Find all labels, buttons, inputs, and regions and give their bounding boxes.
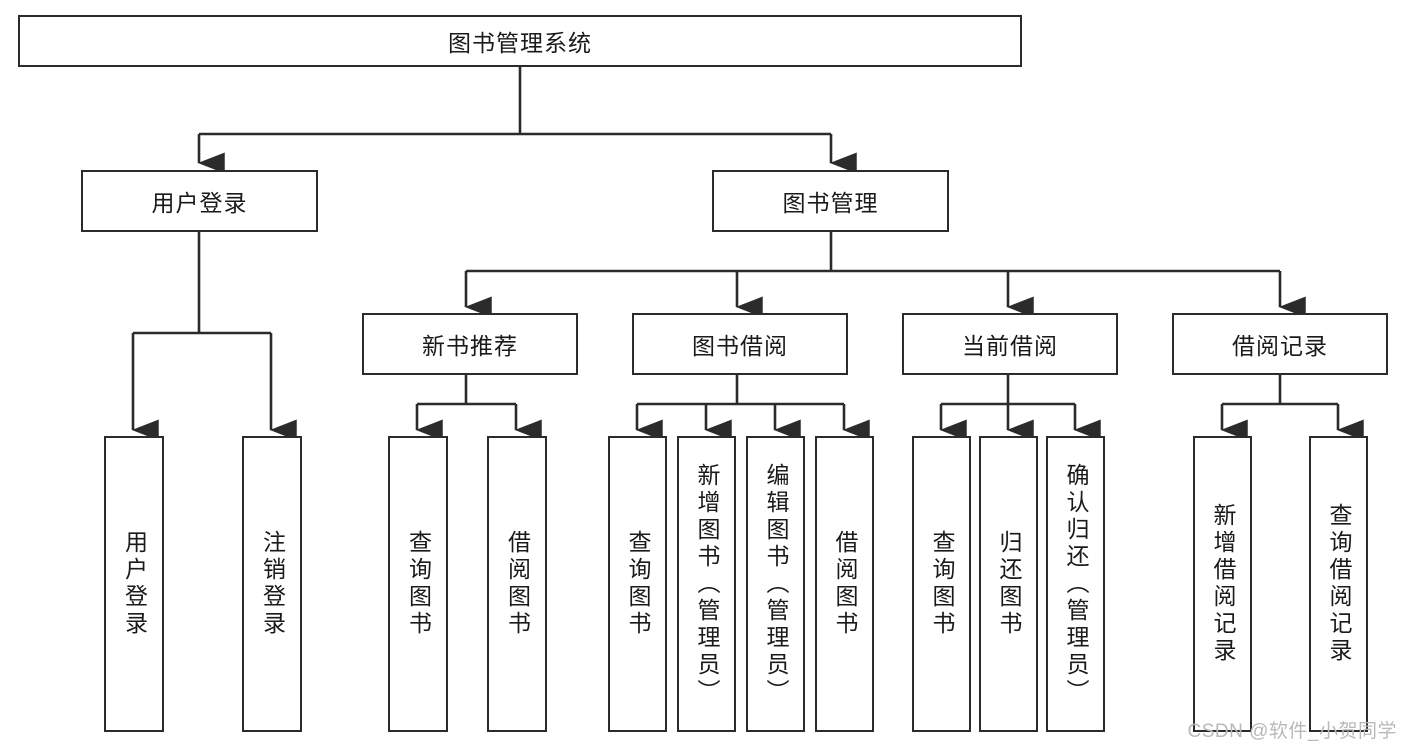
node-label: 新增借阅记录 (1210, 503, 1236, 665)
leaf-borrow-query-book[interactable]: 查询图书 (608, 436, 667, 732)
node-root-system[interactable]: 图书管理系统 (18, 15, 1022, 67)
node-label: 编辑图书（管理员） (763, 462, 789, 706)
node-new-book-recommend[interactable]: 新书推荐 (362, 313, 578, 375)
node-label: 新书推荐 (422, 333, 518, 359)
node-label: 归还图书 (996, 530, 1022, 638)
node-label: 注销登录 (259, 530, 286, 638)
node-label: 借阅图书 (504, 530, 531, 638)
leaf-current-query-book[interactable]: 查询图书 (912, 436, 971, 732)
node-borrow-record[interactable]: 借阅记录 (1172, 313, 1388, 375)
node-label: 当前借阅 (962, 333, 1058, 359)
node-label: 用户登录 (121, 530, 148, 638)
node-label: 图书管理系统 (448, 30, 592, 56)
node-label: 图书借阅 (692, 333, 788, 359)
leaf-borrow-borrow-book[interactable]: 借阅图书 (815, 436, 874, 732)
leaf-recommend-query-book[interactable]: 查询图书 (388, 436, 448, 732)
leaf-borrow-edit-book-admin[interactable]: 编辑图书（管理员） (746, 436, 805, 732)
leaf-user-login-logout[interactable]: 注销登录 (242, 436, 302, 732)
node-label: 查询图书 (405, 530, 432, 638)
leaf-current-return-book[interactable]: 归还图书 (979, 436, 1038, 732)
node-user-login[interactable]: 用户登录 (81, 170, 318, 232)
node-label: 查询图书 (929, 530, 955, 638)
node-label: 图书管理 (782, 190, 879, 216)
leaf-record-add-record[interactable]: 新增借阅记录 (1193, 436, 1252, 732)
node-label: 查询借阅记录 (1326, 503, 1352, 665)
leaf-borrow-add-book-admin[interactable]: 新增图书（管理员） (677, 436, 736, 732)
leaf-user-login-signin[interactable]: 用户登录 (104, 436, 164, 732)
leaf-current-confirm-return-admin[interactable]: 确认归还（管理员） (1046, 436, 1105, 732)
node-label: 借阅记录 (1232, 333, 1328, 359)
node-label: 新增图书（管理员） (694, 462, 720, 706)
node-book-management[interactable]: 图书管理 (712, 170, 949, 232)
node-label: 借阅图书 (832, 530, 858, 638)
leaf-recommend-borrow-book[interactable]: 借阅图书 (487, 436, 547, 732)
leaf-record-query-record[interactable]: 查询借阅记录 (1309, 436, 1368, 732)
node-current-borrow[interactable]: 当前借阅 (902, 313, 1118, 375)
node-label: 查询图书 (625, 530, 651, 638)
node-label: 确认归还（管理员） (1063, 462, 1089, 706)
node-label: 用户登录 (151, 190, 248, 216)
csdn-watermark: CSDN @软件_小贺同学 (1187, 721, 1397, 742)
node-book-borrow[interactable]: 图书借阅 (632, 313, 848, 375)
